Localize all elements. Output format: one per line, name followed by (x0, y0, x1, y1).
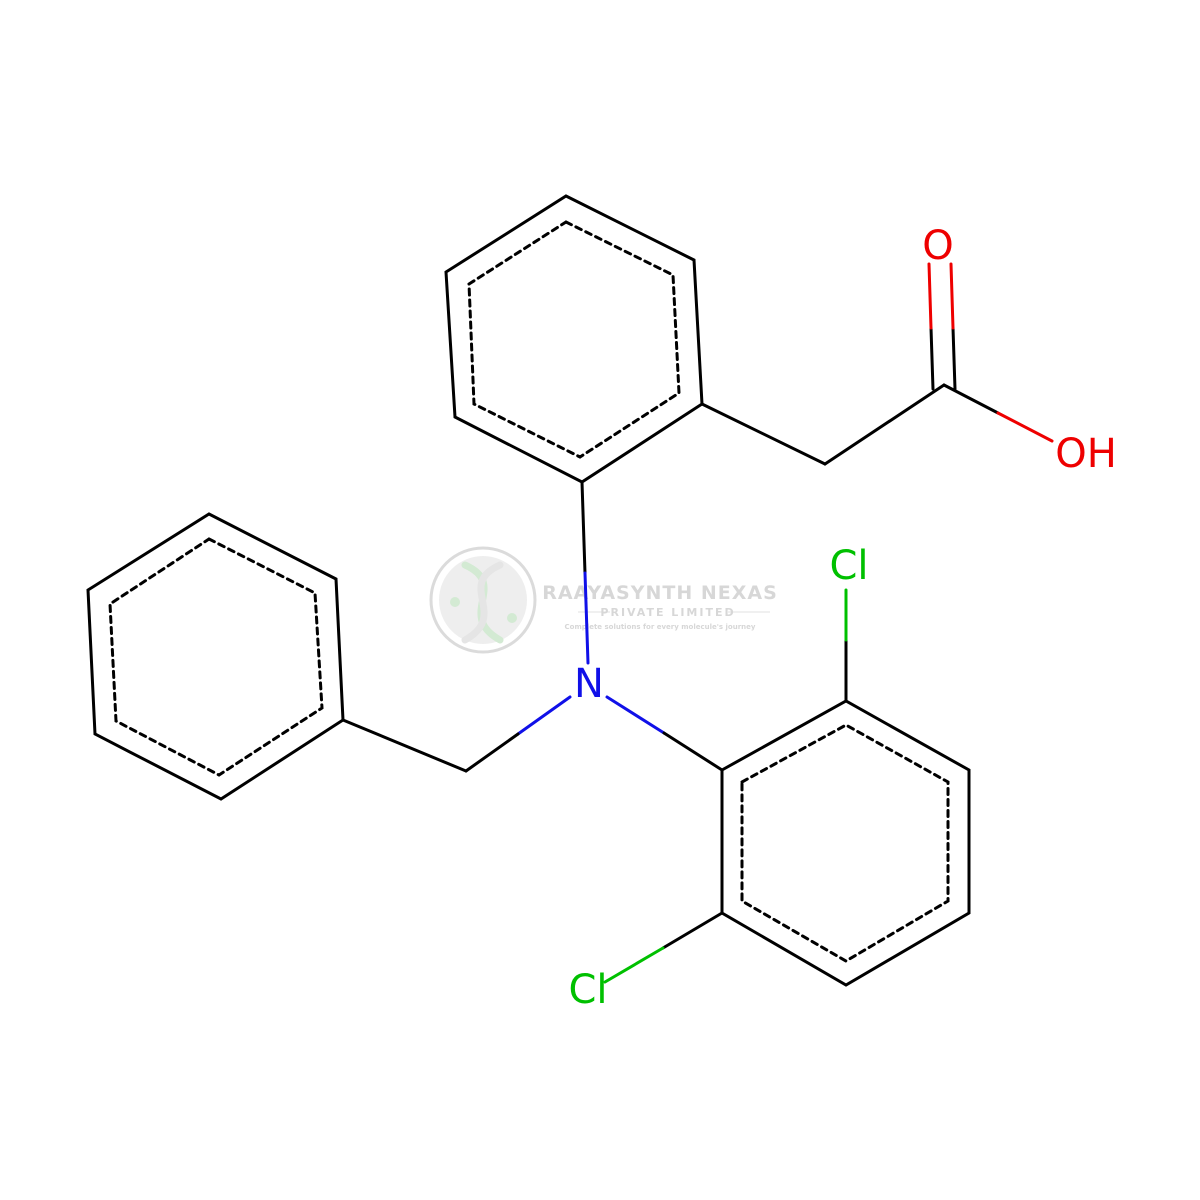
watermark-subtitle: PRIVATE LIMITED (600, 606, 735, 619)
atom-chlorine-top: Cl (829, 543, 868, 589)
bond-ring-cl-bottom-black (661, 911, 724, 950)
bond-c-oh-red (996, 411, 1054, 443)
bond-n-ch2-black (464, 732, 520, 773)
bond-co-double-b-red (949, 262, 955, 330)
bond-n-dcp-black (662, 731, 724, 772)
atom-oxygen-carbonyl: O (922, 223, 953, 269)
atom-chlorine-bottom: Cl (568, 967, 607, 1013)
bond-c-oh (942, 383, 1000, 415)
upper-phenyl-ring (444, 194, 704, 484)
atom-nitrogen: N (574, 661, 604, 707)
bond-ch2-c (823, 383, 946, 466)
bond-ch2-benzyl (341, 718, 468, 773)
bond-co-double-a-red (927, 262, 933, 330)
bond-co-double-b (951, 326, 957, 391)
bond-n-dcp-blue (605, 695, 666, 735)
bond-n-ch2-blue (516, 695, 572, 736)
dichlorophenyl-ring (720, 699, 971, 987)
bond-ring-n-blue (583, 571, 590, 665)
atom-hydroxyl: OH (1055, 431, 1117, 477)
watermark-tagline: Complete solutions for every molecule's … (565, 623, 756, 631)
bond-ring-n-black (580, 480, 587, 575)
benzyl-ring (86, 512, 345, 801)
watermark-logo-icon (429, 546, 537, 654)
bonds (86, 194, 1054, 987)
watermark: RAAYASYNTH NEXAS PRIVATE LIMITED Complet… (429, 546, 778, 654)
watermark-company-name: RAAYASYNTH NEXAS (542, 582, 778, 604)
bond-ring-ch2 (700, 402, 827, 466)
bond-ring-cl-bottom-green (603, 946, 665, 984)
bond-co-double-a (929, 326, 935, 391)
